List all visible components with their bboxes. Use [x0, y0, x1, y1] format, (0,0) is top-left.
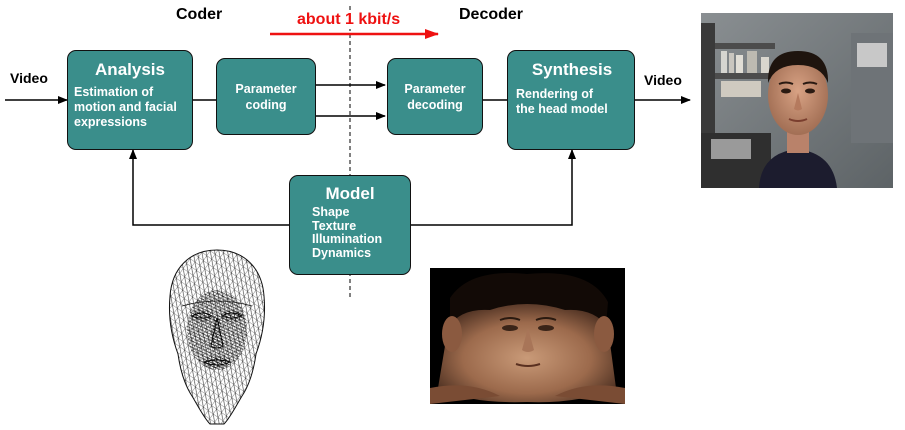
- parameter-decoding-label: Parameter decoding: [404, 81, 466, 112]
- video-input-label: Video: [10, 70, 48, 86]
- decoder-label: Decoder: [459, 6, 524, 23]
- face-texture-image: [430, 268, 625, 404]
- coder-label: Coder: [176, 6, 223, 23]
- model-box: Model Shape Texture Illumination Dynamic…: [289, 175, 411, 275]
- analysis-description: Estimation of motion and facial expressi…: [74, 85, 177, 129]
- analysis-title: Analysis: [95, 60, 165, 79]
- parameter-coding-box: Parameter coding: [216, 58, 316, 135]
- model-components: Shape Texture Illumination Dynamics: [312, 205, 383, 260]
- parameter-decoding-box: Parameter decoding: [387, 58, 483, 135]
- synthesis-title: Synthesis: [531, 60, 613, 79]
- model-title: Model: [325, 184, 375, 203]
- parameter-coding-label: Parameter coding: [235, 81, 297, 112]
- model-to-analysis-arrow: [129, 149, 289, 226]
- synthesis-box: Synthesis Rendering of the head model: [507, 50, 635, 150]
- analysis-box: Analysis Estimation of motion and facial…: [67, 50, 193, 150]
- wireframe-head-icon: [169, 249, 265, 425]
- person-photo-image: [701, 13, 893, 188]
- bitrate-label: about 1 kbit/s: [296, 11, 402, 29]
- video-output-label: Video: [644, 72, 682, 88]
- synthesis-description: Rendering of the head model: [516, 87, 608, 116]
- model-to-synthesis-arrow: [411, 149, 576, 226]
